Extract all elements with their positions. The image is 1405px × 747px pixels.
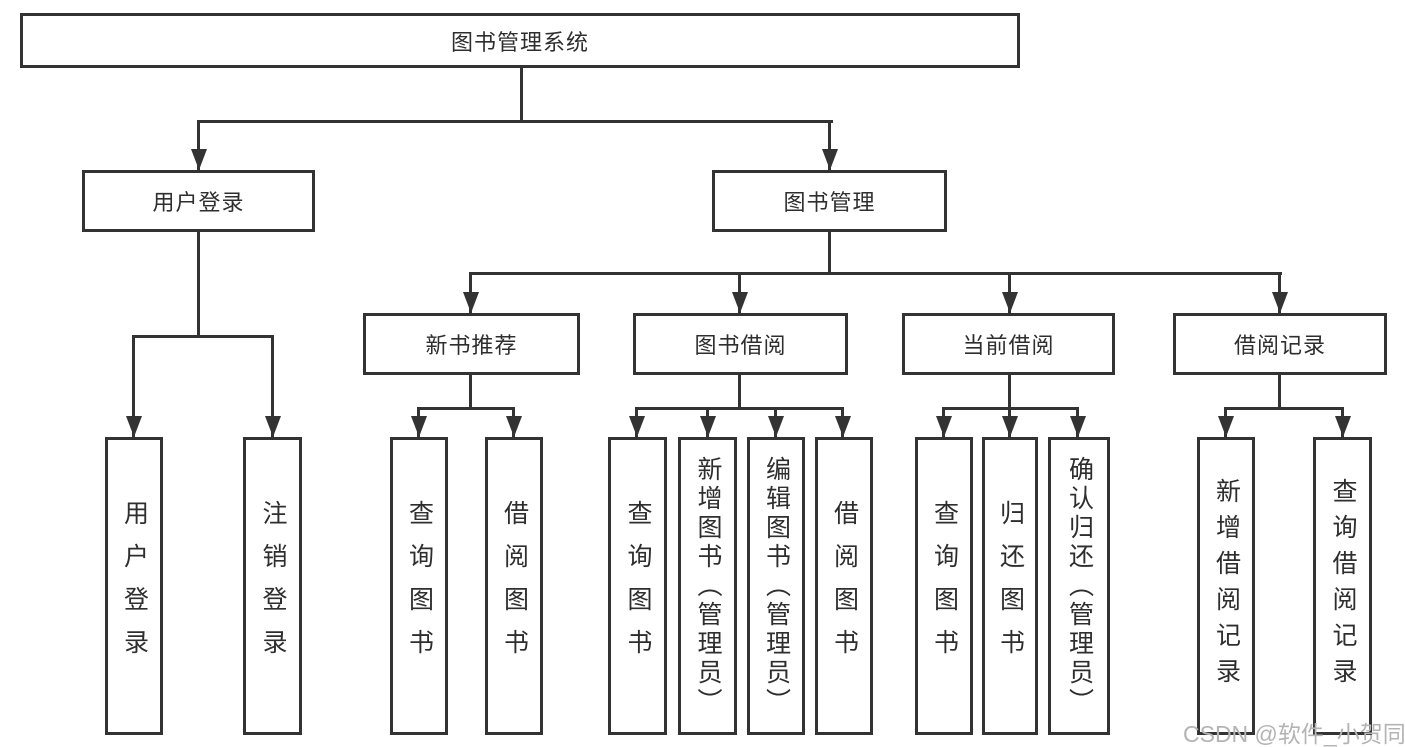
node-label: 图书借阅	[694, 333, 787, 358]
connector-line	[469, 272, 1282, 275]
arrow-down-icon	[1076, 407, 1079, 437]
node-label: 新增图书（管理员）	[694, 455, 722, 717]
node-label: 图书管理系统	[450, 29, 589, 55]
connector-line	[197, 232, 200, 335]
arrow-down-icon	[1341, 407, 1344, 437]
arrow-down-icon	[635, 407, 638, 437]
connector-line	[635, 407, 844, 410]
arrow-down-icon	[828, 120, 831, 170]
arrow-down-icon	[774, 407, 777, 437]
leaf-edit-book-admin: 编辑图书（管理员）	[747, 437, 805, 735]
node-label: 查询图书	[930, 500, 959, 672]
node-label: 用户登录	[120, 500, 149, 672]
arrow-down-icon	[942, 407, 945, 437]
arrow-down-icon	[738, 272, 741, 313]
node-label: 新增借阅记录	[1212, 478, 1241, 694]
connector-line	[1278, 375, 1281, 407]
node-label: 编辑图书（管理员）	[762, 455, 791, 717]
leaf-add-book-admin: 新增图书（管理员）	[678, 437, 737, 735]
node-label: 新书推荐	[425, 333, 518, 358]
arrow-down-icon	[841, 407, 844, 437]
leaf-borrow-book: 借阅图书	[485, 437, 543, 735]
leaf-return-book: 归还图书	[982, 437, 1038, 735]
arrow-down-icon	[1278, 272, 1281, 313]
node-label: 用户登录	[152, 190, 245, 215]
arrow-down-icon	[469, 272, 472, 313]
leaf-query-book: 查询图书	[390, 437, 448, 735]
node-label: 借阅图书	[500, 500, 529, 672]
connector-line	[197, 120, 833, 123]
arrow-down-icon	[417, 407, 420, 437]
arrow-down-icon	[512, 407, 515, 437]
node-label: 当前借阅	[962, 333, 1055, 358]
leaf-query-book: 查询图书	[915, 437, 973, 735]
leaf-query-borrow-record: 查询借阅记录	[1313, 437, 1372, 735]
connector-line	[469, 375, 472, 407]
node-label: 查询图书	[624, 500, 652, 672]
node-label: 借阅图书	[830, 500, 859, 672]
connector-line	[1008, 375, 1011, 407]
arrow-down-icon	[1224, 407, 1227, 437]
connector-line	[1224, 407, 1344, 410]
leaf-add-borrow-record: 新增借阅记录	[1197, 437, 1255, 735]
connector-line	[520, 68, 523, 120]
leaf-query-book: 查询图书	[608, 437, 667, 735]
node-user-login: 用户登录	[82, 170, 315, 232]
arrow-down-icon	[1008, 272, 1011, 313]
node-label: 查询图书	[405, 500, 434, 672]
leaf-logout: 注销登录	[243, 437, 302, 735]
arrow-down-icon	[1008, 407, 1011, 437]
arrow-down-icon	[197, 120, 200, 170]
node-label: 确认归还（管理员）	[1065, 455, 1094, 717]
connector-line	[132, 335, 274, 338]
node-book-borrow: 图书借阅	[633, 313, 848, 375]
node-borrow-record: 借阅记录	[1173, 313, 1387, 375]
node-label: 注销登录	[259, 500, 287, 672]
connector-line	[738, 375, 741, 407]
arrow-down-icon	[706, 407, 709, 437]
leaf-user-login: 用户登录	[105, 437, 163, 735]
arrow-down-icon	[132, 335, 135, 437]
node-book-management: 图书管理	[712, 170, 947, 232]
node-root-library-system: 图书管理系统	[20, 13, 1020, 68]
node-label: 查询借阅记录	[1329, 478, 1357, 694]
node-current-borrow: 当前借阅	[902, 313, 1115, 375]
connector-line	[417, 407, 515, 410]
node-label: 借阅记录	[1233, 333, 1326, 358]
leaf-confirm-return-admin: 确认归还（管理员）	[1048, 437, 1110, 735]
node-label: 图书管理	[783, 190, 876, 215]
leaf-borrow-book: 借阅图书	[815, 437, 873, 735]
csdn-watermark: CSDN @软件_小贺同学	[1183, 721, 1405, 747]
arrow-down-icon	[271, 335, 274, 437]
node-label: 归还图书	[996, 500, 1025, 672]
node-new-book-recommend: 新书推荐	[363, 313, 580, 375]
connector-line	[828, 232, 831, 272]
